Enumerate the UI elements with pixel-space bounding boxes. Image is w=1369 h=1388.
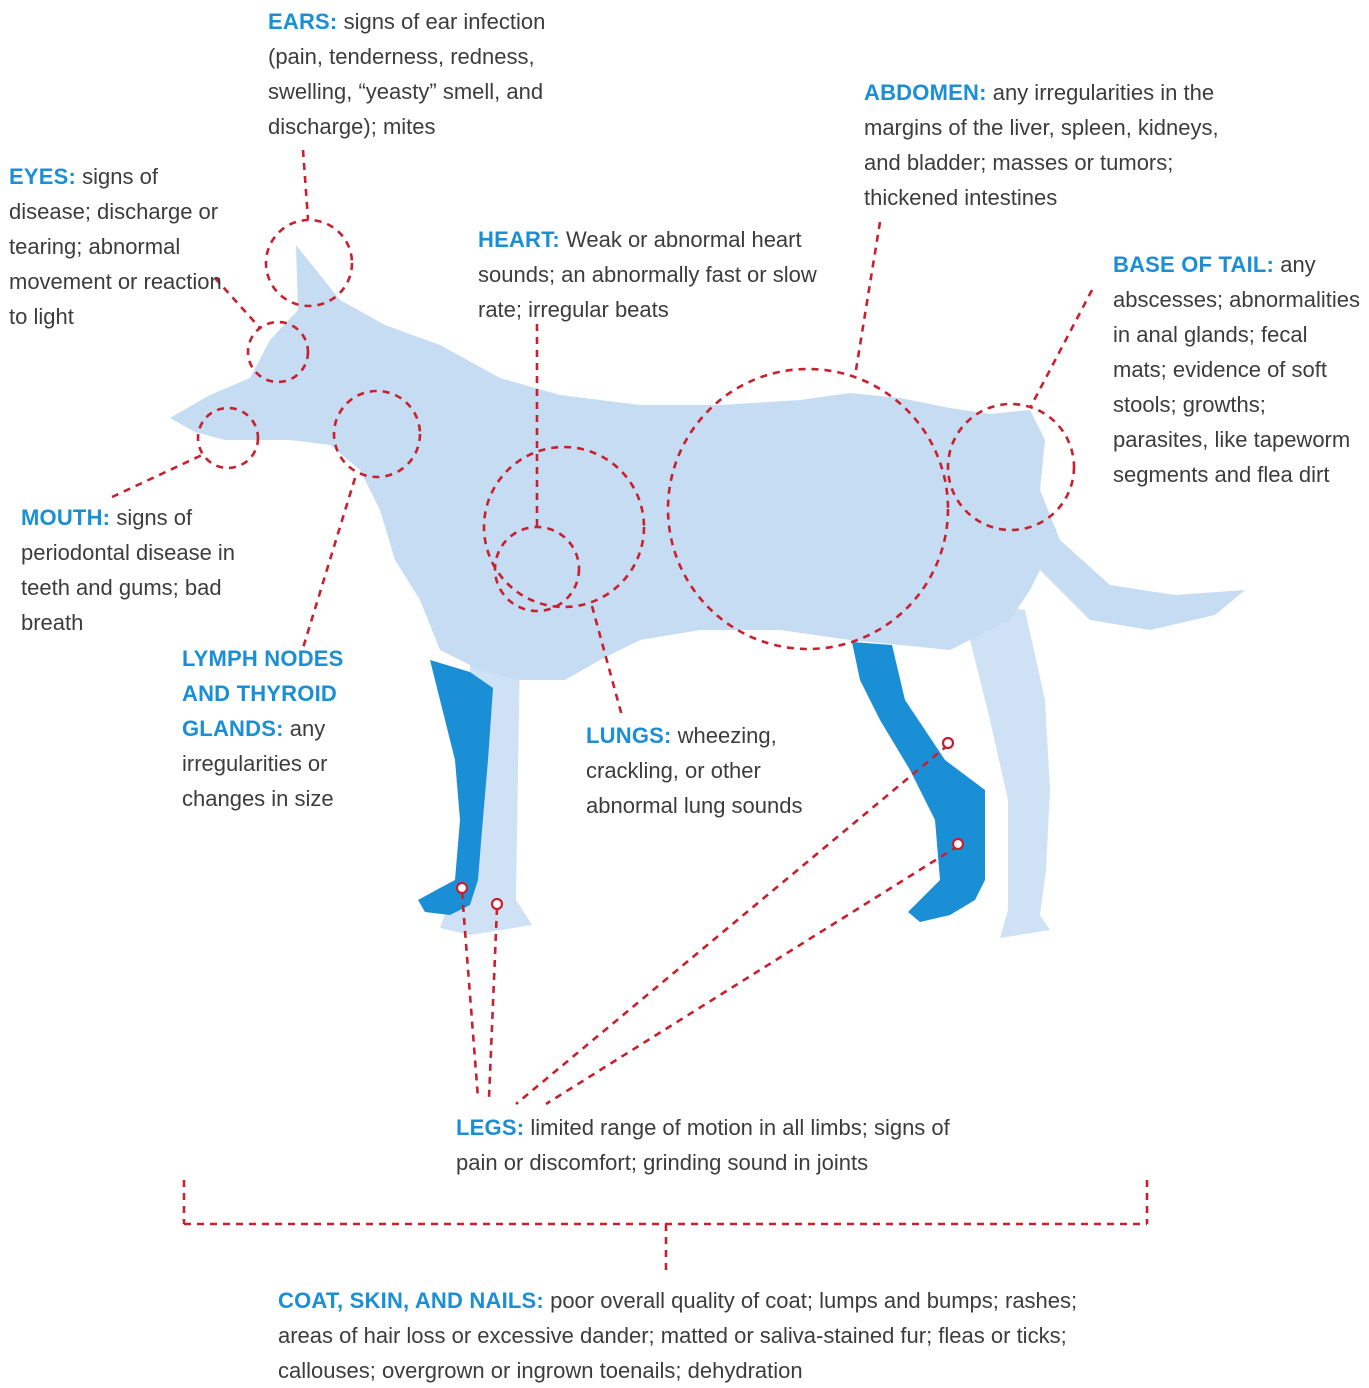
lymph-nodes-label: LYMPH NODES AND THYROID GLANDS: any irre…: [182, 641, 382, 816]
abdomen-heading: ABDOMEN:: [864, 80, 987, 105]
legs-label: LEGS: limited range of motion in all lim…: [456, 1110, 986, 1180]
mouth-label: MOUTH: signs of periodontal disease in t…: [21, 500, 241, 640]
ears-heading: EARS:: [268, 9, 337, 34]
leg-marker-front-far[interactable]: [492, 899, 502, 909]
base-of-tail-heading: BASE OF TAIL:: [1113, 252, 1274, 277]
leg-marker-front-near[interactable]: [457, 883, 467, 893]
base-of-tail-text: any abscesses; abnormalities in anal gla…: [1113, 252, 1360, 487]
coat-skin-nails-label: COAT, SKIN, AND NAILS: poor overall qual…: [278, 1283, 1078, 1388]
leg-marker-hind-upper[interactable]: [943, 738, 953, 748]
lungs-label: LUNGS: wheezing, crackling, or other abn…: [586, 718, 836, 823]
mouth-heading: MOUTH:: [21, 505, 110, 530]
leg-marker-hind-lower[interactable]: [953, 839, 963, 849]
lungs-heading: LUNGS:: [586, 723, 672, 748]
coat-skin-nails-heading: COAT, SKIN, AND NAILS:: [278, 1288, 544, 1313]
eyes-label: EYES: signs of disease; discharge or tea…: [9, 159, 239, 334]
abdomen-label: ABDOMEN: any irregularities in the margi…: [864, 75, 1224, 215]
legs-heading: LEGS:: [456, 1115, 524, 1140]
dog-near-hind-leg[interactable]: [852, 642, 985, 922]
heart-heading: HEART:: [478, 227, 560, 252]
heart-label: HEART: Weak or abnormal heart sounds; an…: [478, 222, 838, 327]
legs-text: limited range of motion in all limbs; si…: [456, 1115, 950, 1175]
ears-label: EARS: signs of ear infection (pain, tend…: [268, 4, 588, 144]
base-of-tail-label: BASE OF TAIL: any abscesses; abnormaliti…: [1113, 247, 1363, 492]
eyes-heading: EYES:: [9, 164, 76, 189]
